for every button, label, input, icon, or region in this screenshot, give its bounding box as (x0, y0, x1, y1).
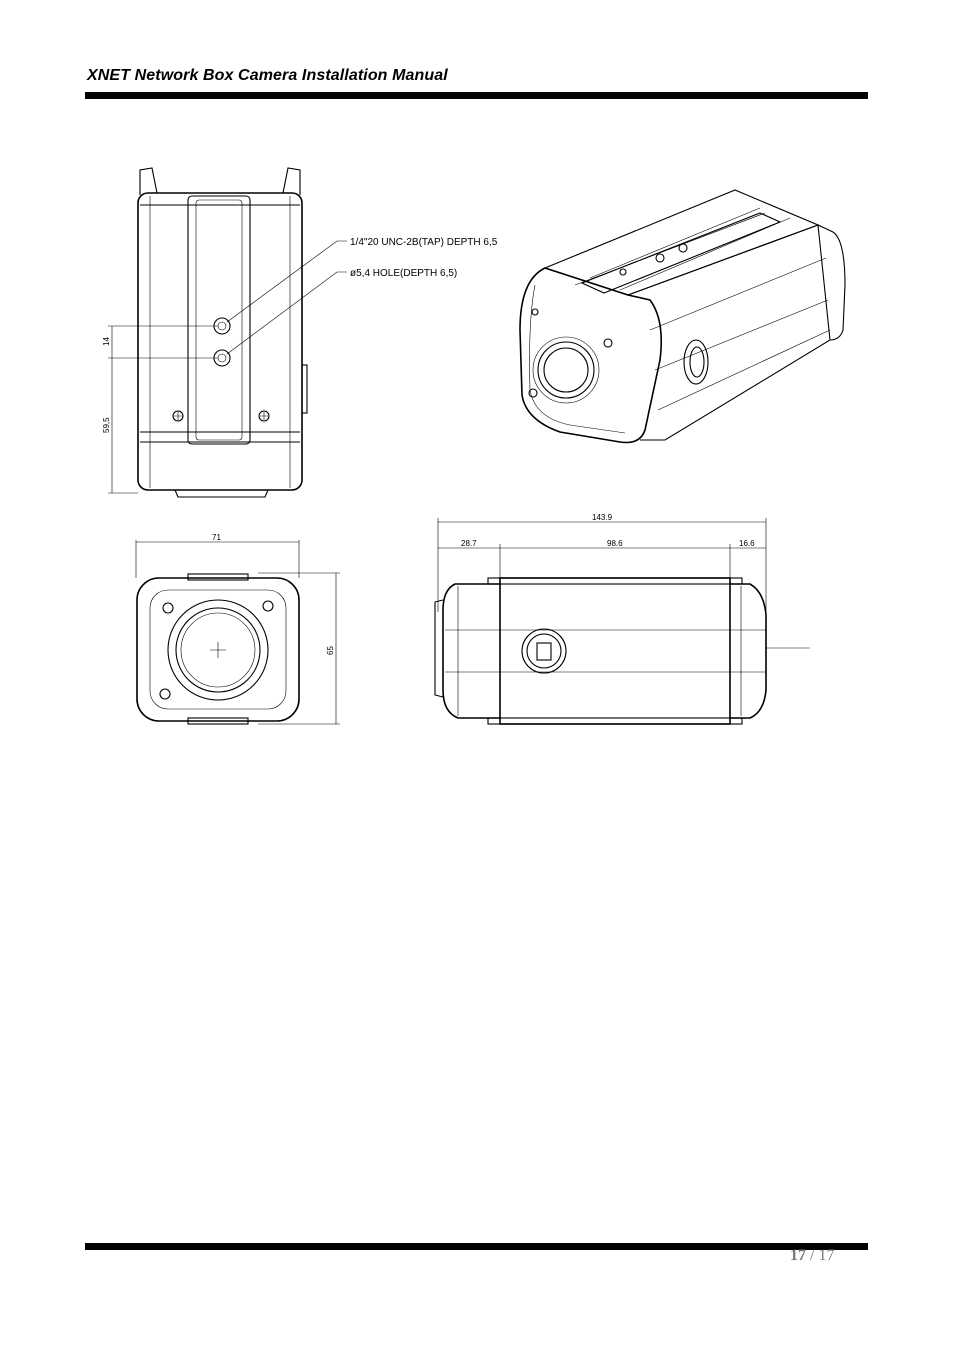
dim-side-rear-label: 16.6 (739, 539, 755, 548)
footer-rule (85, 1243, 868, 1250)
dim-front-width-label: 71 (212, 533, 221, 542)
perspective-view-drawing (519, 189, 846, 444)
dim-side-total-label: 143.9 (592, 513, 613, 522)
page-number-total: 17 (818, 1247, 835, 1264)
callout-tap-label: 1/4"20 UNC-2B(TAP) DEPTH 6,5 (350, 237, 498, 248)
front-view-drawing (135, 540, 340, 725)
top-view-drawing (108, 167, 347, 498)
dim-front-height-label: 65 (326, 646, 335, 655)
page-number-current: 17 (790, 1247, 806, 1264)
dim-side-body-label: 98.6 (607, 539, 623, 548)
callout-hole-label: ø5,4 HOLE(DEPTH 6,5) (350, 268, 457, 279)
document-header-title: XNET Network Box Camera Installation Man… (87, 67, 448, 84)
dim-hole-to-base-label: 59,5 (102, 417, 111, 433)
dim-hole-spacing-label: 14 (102, 337, 111, 346)
header-rule (85, 92, 868, 99)
page-number-separator: / (806, 1247, 819, 1264)
dim-side-front-label: 28.7 (461, 539, 477, 548)
page-number: 17 / 17 (790, 1247, 834, 1265)
side-view-drawing (434, 518, 810, 725)
